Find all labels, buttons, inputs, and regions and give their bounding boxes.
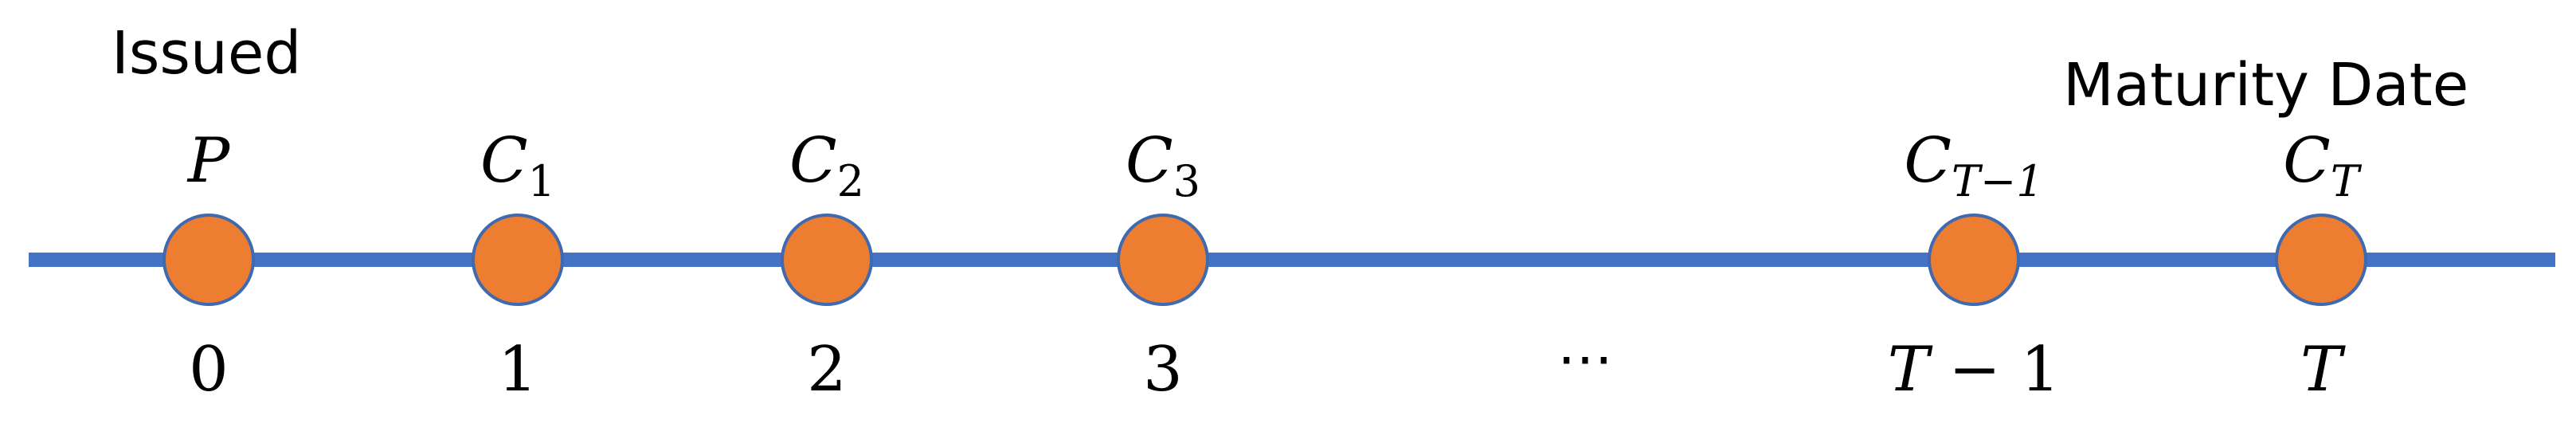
cashflow-label: CT: [2283, 125, 2363, 206]
cashflow-label: C2: [789, 125, 864, 206]
maturity-date-label: Maturity Date: [2063, 51, 2468, 120]
cashflow-label: CT−1: [1904, 125, 2043, 206]
node-circle: [1928, 214, 2020, 306]
time-index-label: 3: [1143, 334, 1183, 406]
timeline-node-2: C2 2: [781, 125, 873, 406]
timeline-node-5: CT T: [2275, 125, 2367, 406]
node-circle: [781, 214, 873, 306]
cashflow-label: C1: [480, 125, 555, 206]
issued-label: Issued: [112, 19, 301, 88]
time-index-label: T − 1: [1888, 334, 2061, 406]
timeline-node-3: C3 3: [1117, 125, 1209, 406]
time-index-label: 0: [189, 334, 229, 406]
cashflow-label: P: [186, 125, 231, 197]
node-circle: [162, 214, 255, 306]
ellipsis-label: ⋯: [1557, 326, 1613, 391]
time-index-label: 2: [807, 334, 847, 406]
time-index-label: T: [2300, 334, 2346, 406]
cashflow-label: C3: [1126, 125, 1200, 206]
node-circle: [472, 214, 564, 306]
timeline-node-4: CT−1 T − 1: [1888, 125, 2061, 406]
timeline-node-1: C1 1: [472, 125, 564, 406]
node-circle: [1117, 214, 1209, 306]
time-index-label: 1: [498, 334, 538, 406]
node-circle: [2275, 214, 2367, 306]
timeline-node-0: P0: [162, 125, 255, 406]
